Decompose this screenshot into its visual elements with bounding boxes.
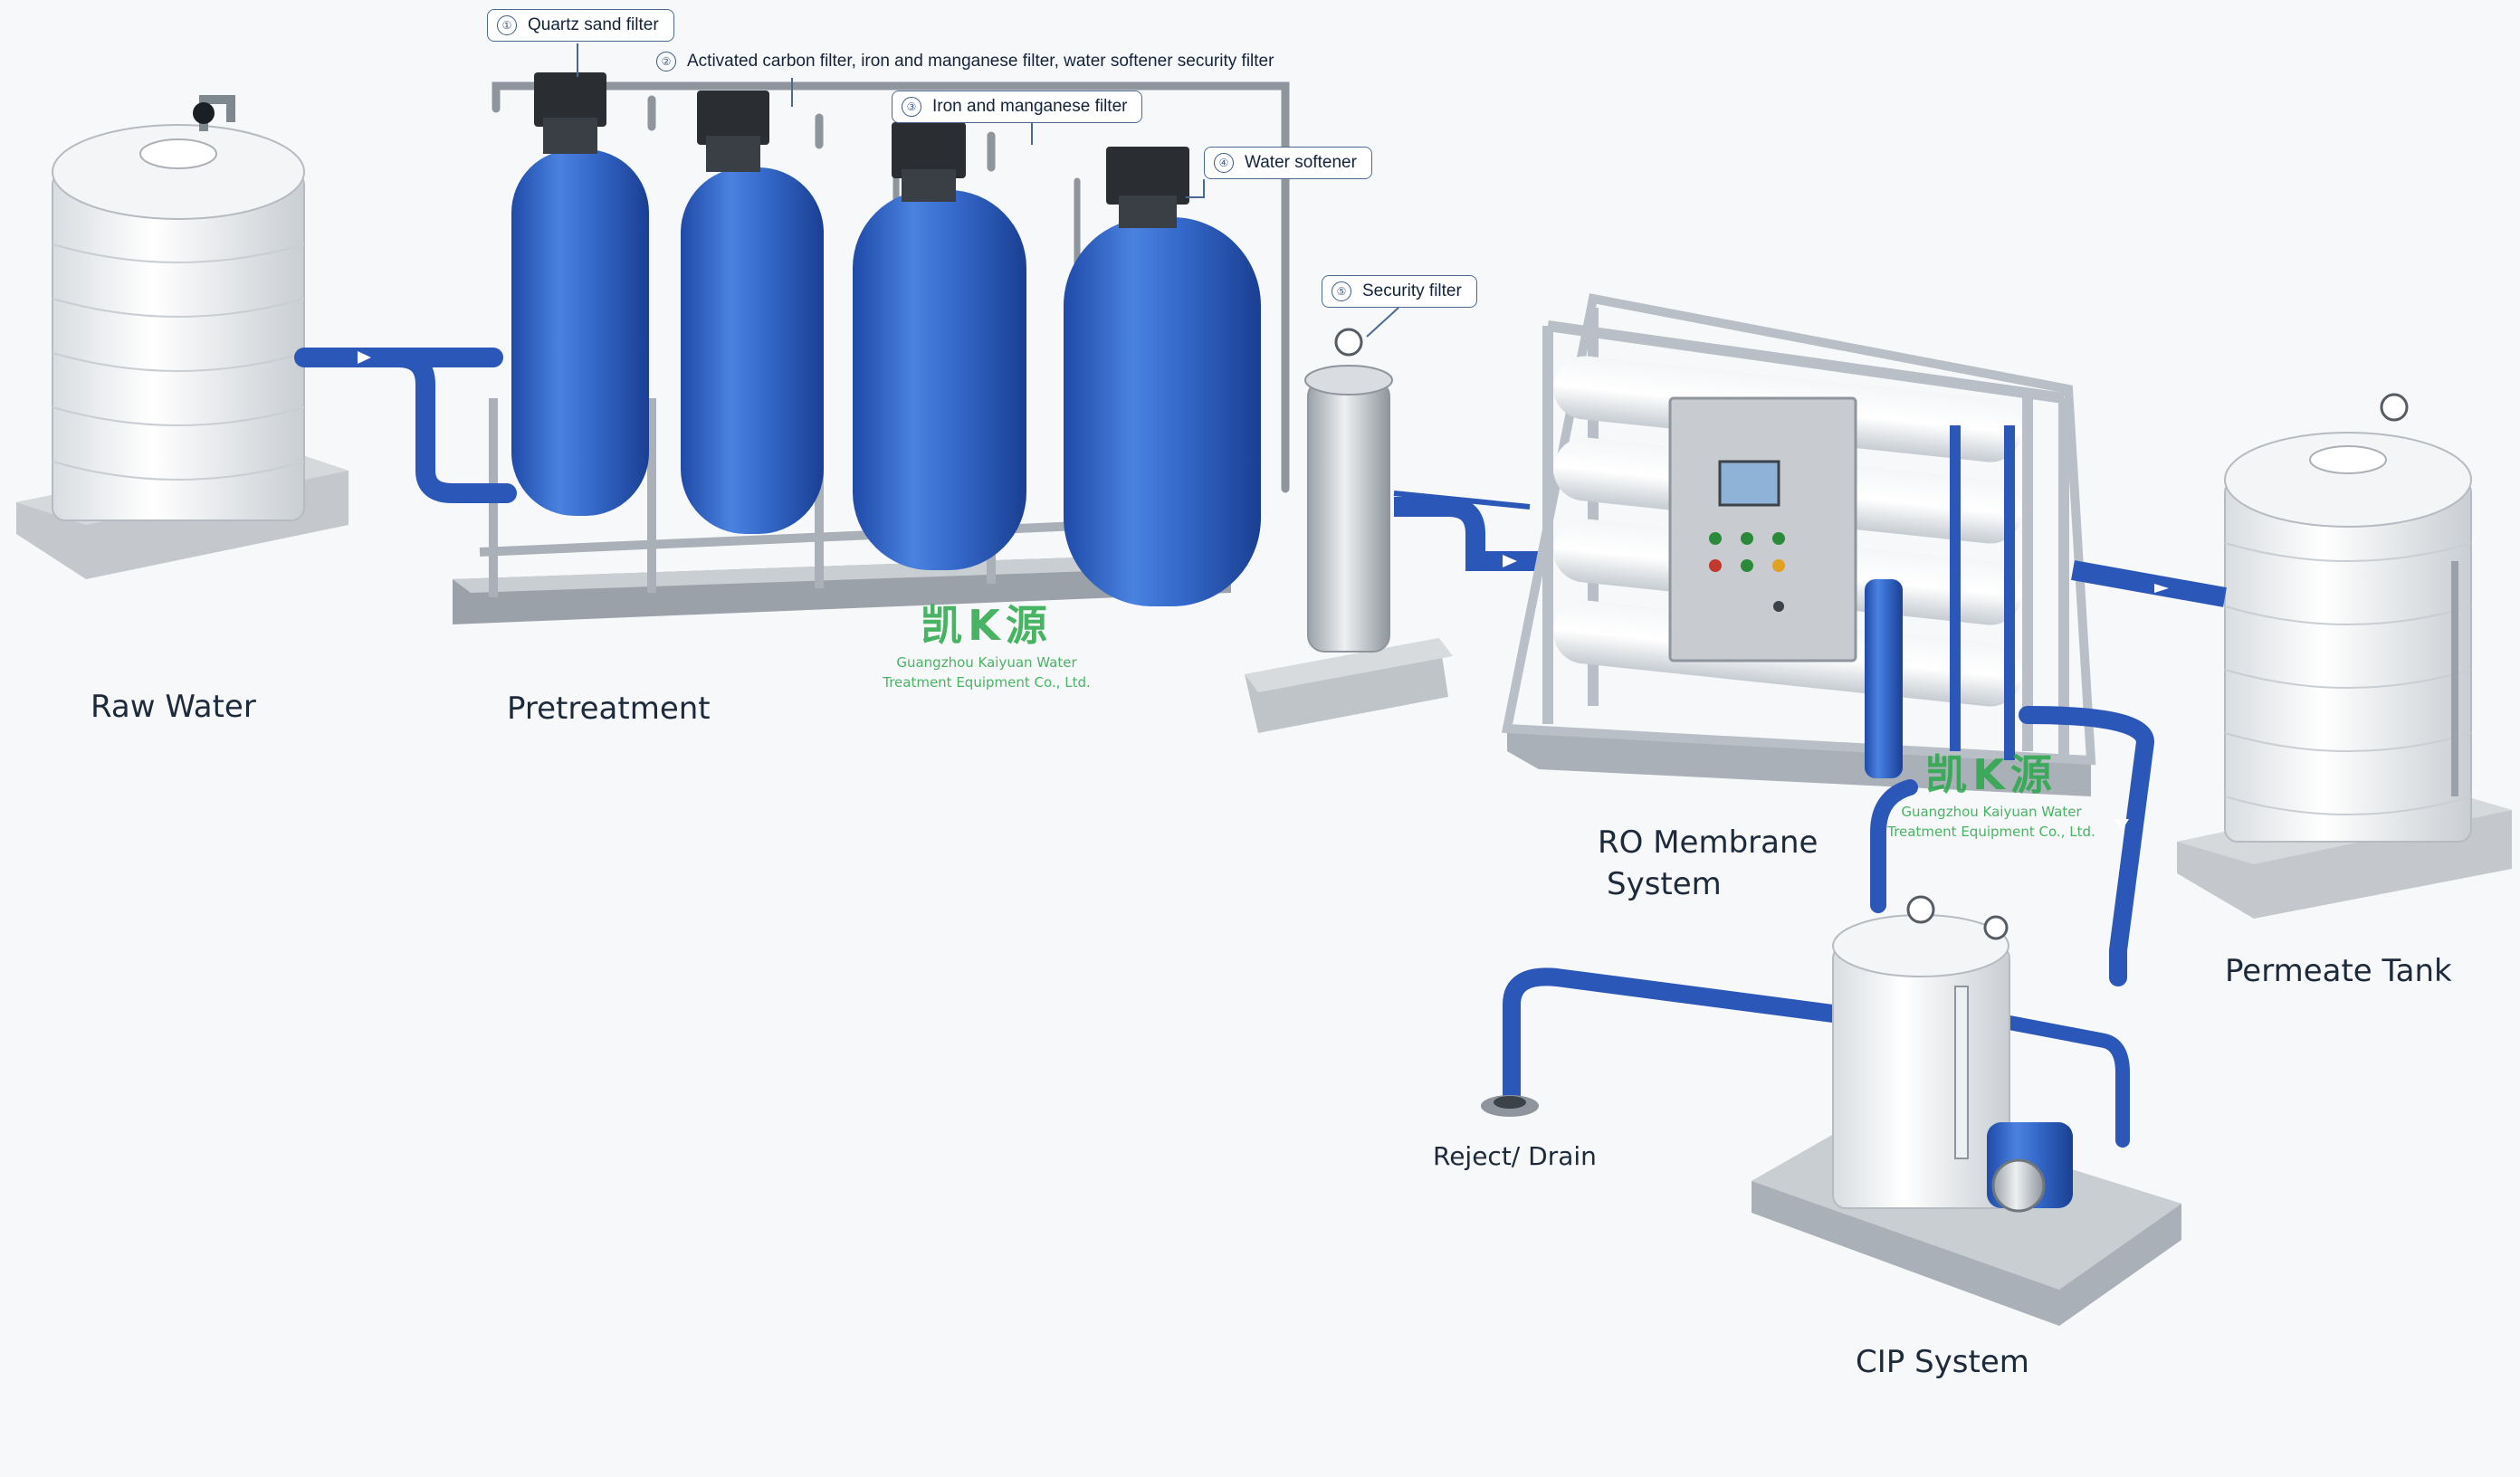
label-pretreatment: Pretreatment xyxy=(507,691,711,727)
ro-membrane-system xyxy=(1501,293,2096,796)
callout-number-3: ③ xyxy=(902,97,921,117)
raw-water-tank xyxy=(16,95,348,579)
callout-water-softener: ④ Water softener xyxy=(1204,147,1372,179)
callout-text-4: Water softener xyxy=(1245,153,1357,172)
callout-quartz-sand-filter: ① Quartz sand filter xyxy=(487,9,674,42)
callout-leaders xyxy=(577,43,1399,338)
label-raw-water: Raw Water xyxy=(91,689,256,725)
label-cip-system: CIP System xyxy=(1856,1344,2029,1380)
iron-manganese-filter-vessel xyxy=(853,122,1026,570)
label-ro-membrane-line2: System xyxy=(1607,866,1722,902)
watermark-line2-2: Treatment Equipment Co., Ltd. xyxy=(1887,824,2095,840)
callout-number-2: ② xyxy=(656,52,676,71)
callout-text-5: Security filter xyxy=(1362,281,1462,300)
callout-security-filter: ⑤ Security filter xyxy=(1322,275,1477,308)
watermark-company-2: 凯K源 Guangzhou Kaiyuan Water Treatment Eq… xyxy=(1878,742,2105,842)
water-softener-vessel xyxy=(1064,147,1261,606)
watermark-line1-1: Guangzhou Kaiyuan Water xyxy=(896,654,1077,671)
callout-text-1: Quartz sand filter xyxy=(528,15,659,34)
label-reject-drain: Reject/ Drain xyxy=(1433,1141,1597,1171)
watermark-line1-2: Guangzhou Kaiyuan Water xyxy=(1901,804,2082,820)
watermark-logo-1: 凯K源 xyxy=(921,601,1053,650)
security-filter xyxy=(1245,328,1539,733)
activated-carbon-filter-vessel xyxy=(681,91,824,534)
callout-text-3: Iron and manganese filter xyxy=(932,97,1128,116)
label-permeate-tank: Permeate Tank xyxy=(2225,953,2452,989)
drain-outlet xyxy=(1481,1095,1539,1117)
callout-number-4: ④ xyxy=(1214,153,1234,173)
callout-number-5: ⑤ xyxy=(1332,281,1351,301)
watermark-logo-2: 凯K源 xyxy=(1925,750,2057,799)
quartz-sand-filter-vessel xyxy=(511,72,649,516)
label-ro-membrane-line1: RO Membrane xyxy=(1598,824,1818,861)
watermark-company-1: 凯K源 Guangzhou Kaiyuan Water Treatment Eq… xyxy=(873,593,1100,692)
callout-number-1: ① xyxy=(497,15,517,35)
watermark-line2-1: Treatment Equipment Co., Ltd. xyxy=(883,674,1091,691)
flow-arrows xyxy=(358,351,2169,831)
callout-text-2: Activated carbon filter, iron and mangan… xyxy=(687,52,1274,71)
cip-system-skid xyxy=(1752,895,2181,1326)
cip-piping xyxy=(1503,706,2155,1148)
callout-iron-manganese-filter: ③ Iron and manganese filter xyxy=(892,91,1143,123)
callout-activated-carbon-filter: ② Activated carbon filter, iron and mang… xyxy=(656,45,1288,78)
permeate-pipe xyxy=(2071,560,2227,607)
permeate-tank xyxy=(2177,393,2512,919)
